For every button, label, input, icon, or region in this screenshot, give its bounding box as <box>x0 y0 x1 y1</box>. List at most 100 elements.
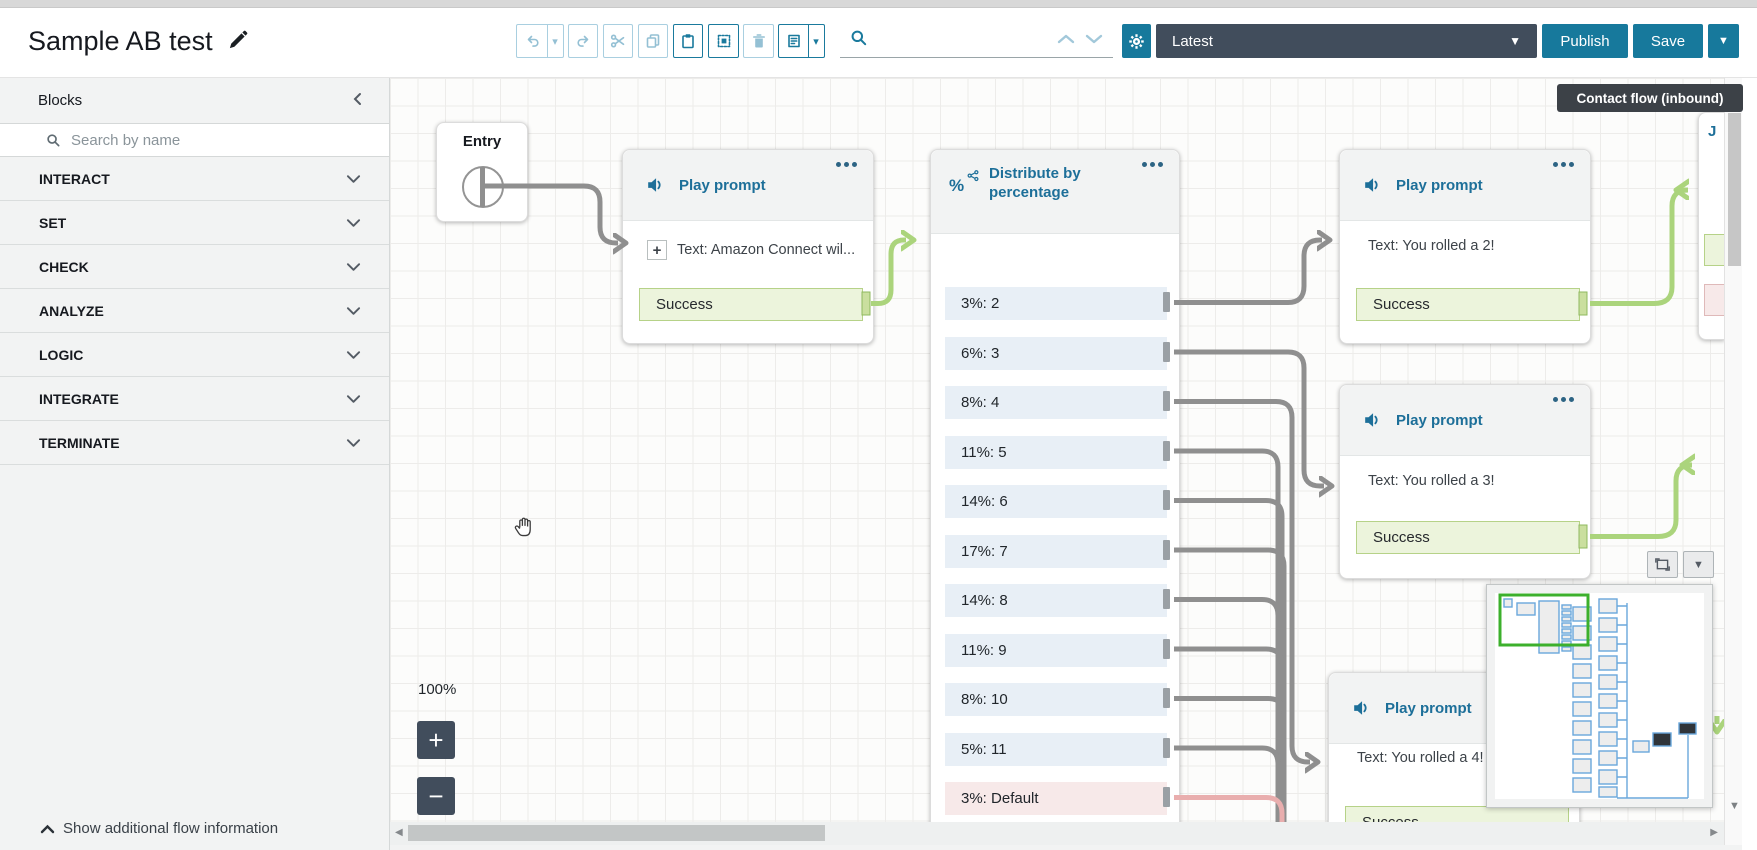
undo-button[interactable]: ▾ <box>516 24 564 58</box>
success-output[interactable]: Success <box>1356 288 1580 321</box>
annotations-button[interactable]: ▾ <box>778 24 825 58</box>
speaker-icon <box>1365 178 1378 192</box>
play-prompt-block-1[interactable]: Play prompt + Text: Amazon Connect wil..… <box>622 149 874 344</box>
entry-label: Entry <box>462 133 502 150</box>
block-menu-button[interactable] <box>836 162 857 167</box>
paste-button[interactable] <box>673 24 703 58</box>
partial-block-right[interactable]: J <box>1698 112 1724 340</box>
distribute-row[interactable]: 11%: 9 <box>945 634 1167 667</box>
distribute-row[interactable]: 14%: 8 <box>945 584 1167 617</box>
block-menu-button[interactable] <box>1553 397 1574 402</box>
search-icon <box>47 133 60 146</box>
sidebar-category-terminate[interactable]: TERMINATE <box>0 421 389 465</box>
distribute-row[interactable]: 11%: 5 <box>945 436 1167 469</box>
horizontal-scrollbar[interactable]: ◀ ▶ <box>390 822 1724 845</box>
distribute-row[interactable]: 8%: 4 <box>945 386 1167 419</box>
blocks-search-input[interactable] <box>71 131 331 149</box>
search-next-button[interactable] <box>1083 32 1105 51</box>
select-all-icon <box>717 34 730 48</box>
sidebar-category-set[interactable]: SET <box>0 201 389 245</box>
select-all-button[interactable] <box>708 24 739 58</box>
scroll-down-icon[interactable]: ▼ <box>1729 800 1740 812</box>
success-output[interactable]: Success <box>1356 521 1580 554</box>
edit-title-icon[interactable] <box>228 30 248 55</box>
chevron-down-icon <box>346 438 361 447</box>
version-dropdown[interactable]: Latest ▼ <box>1156 24 1537 58</box>
blocks-sidebar: Blocks INTERACT SET CHECK ANALYZE LOGIC … <box>0 78 390 850</box>
sidebar-category-analyze[interactable]: ANALYZE <box>0 289 389 333</box>
block-menu-button[interactable] <box>1142 162 1163 167</box>
publish-button[interactable]: Publish <box>1542 24 1628 58</box>
delete-button[interactable] <box>743 24 774 58</box>
minimap[interactable] <box>1486 584 1713 808</box>
redo-button[interactable] <box>568 24 598 58</box>
distribute-by-percentage-block[interactable]: % Distribute by percentage 3%: 2 6%: 3 8%:… <box>930 149 1180 822</box>
notes-caret-icon[interactable]: ▾ <box>813 35 819 48</box>
block-header: Play prompt <box>1340 385 1590 456</box>
play-prompt-block-2[interactable]: Play prompt Text: You rolled a 2! Succes… <box>1339 149 1591 344</box>
copy-button[interactable] <box>638 24 668 58</box>
app-header: Sample AB test ▾ <box>0 8 1757 78</box>
canvas-options-button[interactable]: ▼ <box>1683 551 1714 578</box>
distribute-row[interactable]: 3%: Default <box>945 782 1167 815</box>
show-flow-info-link[interactable]: Show additional flow information <box>40 820 278 837</box>
block-header: Play prompt <box>1340 150 1590 221</box>
sidebar-category-interact[interactable]: INTERACT <box>0 157 389 201</box>
chevron-down-icon <box>346 174 361 183</box>
vertical-scrollbar-thumb[interactable] <box>1728 113 1741 266</box>
distribute-row[interactable]: 6%: 3 <box>945 337 1167 370</box>
search-icon <box>850 29 868 52</box>
sidebar-category-logic[interactable]: LOGIC <box>0 333 389 377</box>
flow-canvas[interactable]: Entry Play prompt + Text: Amazon Connect… <box>390 78 1724 822</box>
scroll-left-icon[interactable]: ◀ <box>395 827 403 838</box>
zoom-in-button[interactable]: + <box>417 721 455 759</box>
minimap-viewport <box>1498 593 1590 647</box>
hand-cursor <box>512 514 538 547</box>
block-title: Play prompt <box>1396 176 1483 194</box>
speaker-icon <box>648 178 661 192</box>
play-prompt-block-3[interactable]: Play prompt Text: You rolled a 3! Succes… <box>1339 384 1591 579</box>
fit-to-view-button[interactable] <box>1647 551 1678 578</box>
sidebar-category-integrate[interactable]: INTEGRATE <box>0 377 389 421</box>
settings-button[interactable] <box>1122 24 1151 58</box>
distribute-row[interactable]: 14%: 6 <box>945 485 1167 518</box>
cut-button[interactable] <box>603 24 633 58</box>
minimap-content <box>1495 593 1704 799</box>
right-strip <box>1742 78 1757 850</box>
vertical-scrollbar[interactable]: ▼ <box>1724 78 1742 850</box>
block-header: Play prompt <box>623 150 873 221</box>
scroll-right-icon[interactable]: ▶ <box>1710 827 1718 838</box>
success-output[interactable]: Success <box>639 288 863 321</box>
save-button[interactable]: Save <box>1633 24 1703 58</box>
block-title: Play prompt <box>1396 411 1483 429</box>
fit-view-icon <box>1655 558 1670 571</box>
distribute-row[interactable]: 3%: 2 <box>945 287 1167 320</box>
sidebar-category-check[interactable]: CHECK <box>0 245 389 289</box>
expand-prompt-button[interactable]: + <box>647 240 667 260</box>
entry-output-port[interactable] <box>480 167 485 207</box>
search-prev-button[interactable] <box>1055 32 1077 51</box>
percentage-icon: % <box>949 170 979 196</box>
trash-icon <box>752 34 765 48</box>
distribute-row[interactable]: 17%: 7 <box>945 535 1167 568</box>
partial-error-output <box>1704 284 1724 316</box>
distribute-row[interactable]: 8%: 10 <box>945 683 1167 716</box>
block-title: Play prompt <box>679 176 766 194</box>
search-underline <box>840 57 1113 58</box>
zoom-out-button[interactable]: − <box>417 777 455 815</box>
distribute-row[interactable]: 5%: 11 <box>945 733 1167 766</box>
horizontal-scrollbar-thumb[interactable] <box>408 825 825 841</box>
chevron-down-icon <box>346 350 361 359</box>
show-flow-info-label: Show additional flow information <box>63 820 279 837</box>
speaker-icon <box>1354 701 1367 715</box>
block-header: % Distribute by percentage <box>931 150 1179 234</box>
save-options-button[interactable]: ▼ <box>1708 24 1739 58</box>
scissors-icon <box>610 34 625 48</box>
prompt-text: Text: You rolled a 4! <box>1357 750 1484 766</box>
toolbar-search-input[interactable] <box>872 28 1052 54</box>
block-menu-button[interactable] <box>1553 162 1574 167</box>
collapse-sidebar-button[interactable] <box>351 92 365 110</box>
success-output[interactable]: Success <box>1345 806 1569 822</box>
undo-caret-icon[interactable]: ▾ <box>552 35 558 48</box>
entry-block[interactable]: Entry <box>436 122 528 222</box>
